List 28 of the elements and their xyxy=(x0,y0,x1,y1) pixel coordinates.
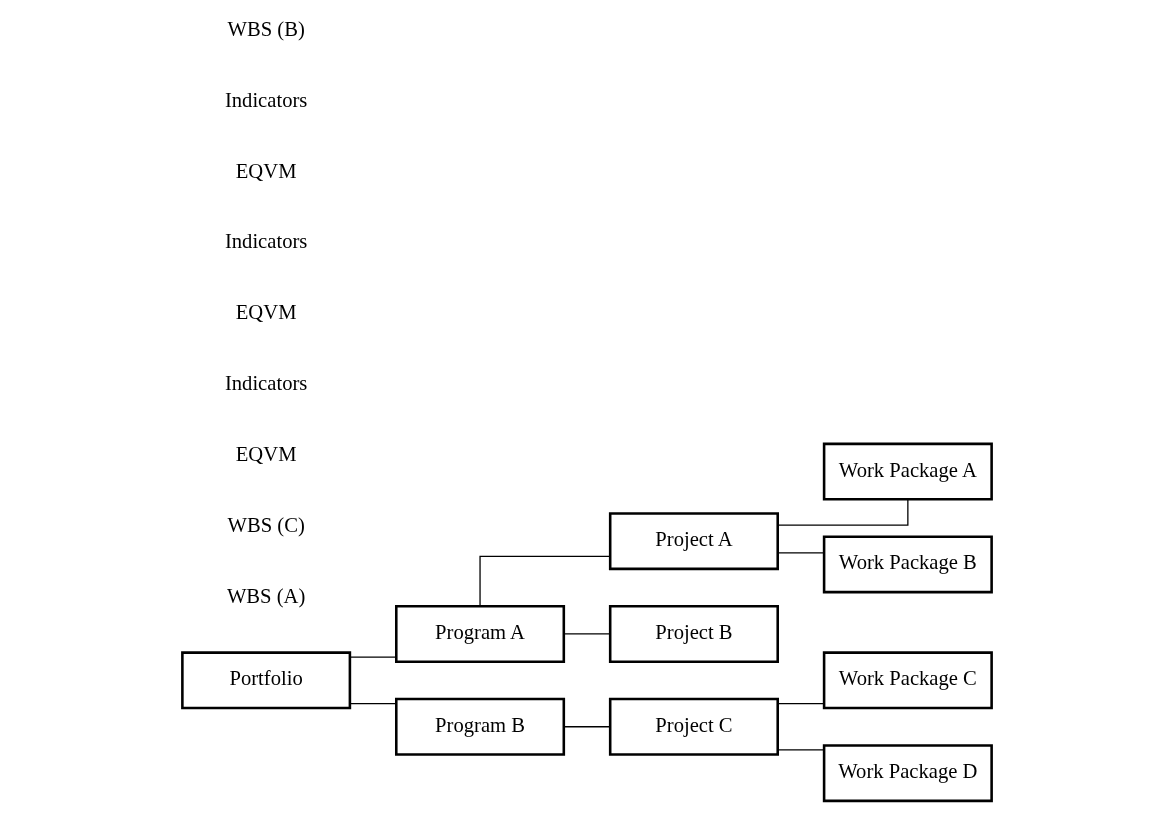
connector xyxy=(562,725,611,727)
node-box: Work Package D xyxy=(822,743,993,802)
label: Indicators xyxy=(224,229,307,252)
connector xyxy=(776,551,824,553)
label: WBS (B) xyxy=(226,17,305,40)
connector xyxy=(478,555,611,607)
label: EQVM xyxy=(235,300,296,323)
connector xyxy=(562,632,611,635)
label: Indicators xyxy=(224,371,307,394)
label: Indicators xyxy=(224,88,307,111)
node-box: Work Package A xyxy=(822,442,993,501)
connector xyxy=(348,656,397,658)
node-box: Work Package C xyxy=(822,650,993,709)
connector xyxy=(776,498,908,526)
node-box: Work Package B xyxy=(822,534,993,593)
node-box: Project B xyxy=(608,604,779,663)
connector xyxy=(776,748,824,751)
connector xyxy=(776,702,824,704)
label: EQVM xyxy=(235,159,296,182)
label: WBS (C) xyxy=(226,513,305,536)
node-box: Project C xyxy=(608,697,779,756)
node-box: Program A xyxy=(394,604,565,663)
node-box: Program B xyxy=(394,697,565,756)
label: WBS (A) xyxy=(226,584,305,607)
node-box: Project A xyxy=(608,511,779,570)
node-box: Portfolio xyxy=(180,650,351,709)
connector xyxy=(348,702,397,704)
label: EQVM xyxy=(235,442,296,465)
